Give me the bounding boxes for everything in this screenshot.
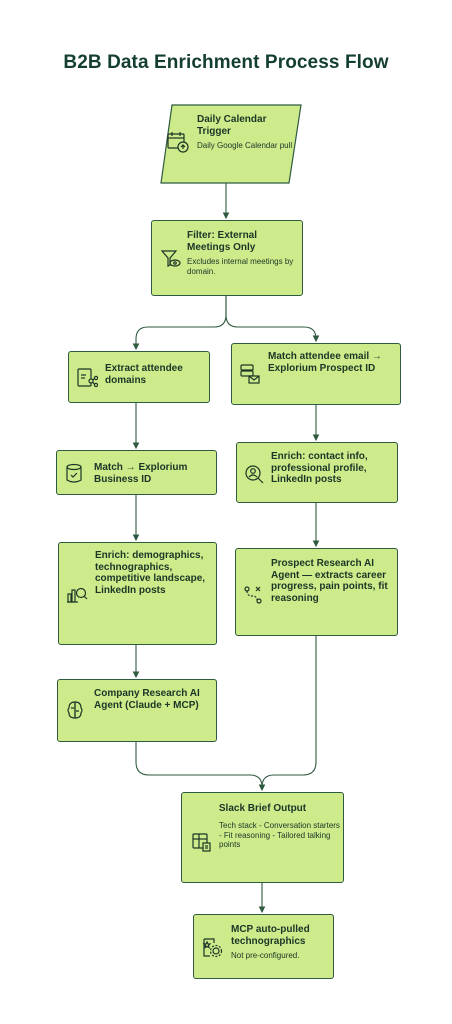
prospect-agent-node: Prospect Research AI Agent — extracts ca… [235, 548, 398, 636]
extract-node: Extract attendee domains [68, 351, 210, 403]
edge-filter-matchemail [225, 296, 320, 343]
chart-search-icon [66, 583, 88, 603]
server-mail-icon [239, 363, 260, 384]
document-share-icon [76, 367, 99, 388]
enrich-contact-node: Enrich: contact info, professional profi… [236, 442, 398, 503]
enrich-company-title: Enrich: demographics, technographics, co… [95, 550, 206, 596]
edge-companyagent-slack [135, 741, 266, 792]
prospect-agent-title: Prospect Research AI Agent — extracts ca… [271, 558, 388, 604]
gear-doc-icon [201, 937, 223, 958]
table-doc-icon [191, 831, 211, 852]
edge-filter-extract [132, 296, 227, 351]
trigger-title: Daily Calendar Trigger [197, 114, 267, 137]
page-title: B2B Data Enrichment Process Flow [63, 52, 389, 73]
trigger-subtitle: Daily Google Calendar pull [197, 141, 293, 150]
edge-prospectagent-slack [261, 636, 317, 788]
mcp-title: MCP auto-pulled technographics [231, 924, 310, 947]
mcp-subtitle: Not pre-configured. [231, 951, 300, 960]
trigger-node-shape [160, 104, 302, 184]
brain-icon [65, 700, 85, 720]
match-email-node: Match attendee email → Explorium Prospec… [231, 343, 401, 405]
slack-subtitle: Tech stack - Conversation starters - Fit… [219, 821, 340, 849]
match-email-title: Match attendee email → Explorium Prospec… [268, 351, 382, 374]
mcp-node: MCP auto-pulled technographics Not pre-c… [193, 914, 334, 979]
person-search-icon [243, 464, 264, 484]
company-agent-node: Company Research AI Agent (Claude + MCP) [57, 679, 217, 742]
filter-node: Filter: External Meetings Only Excludes … [151, 220, 303, 296]
match-business-title: Match → Explorium Business ID [94, 462, 188, 485]
filter-title: Filter: External Meetings Only [187, 230, 258, 253]
company-agent-title: Company Research AI Agent (Claude + MCP) [94, 688, 200, 711]
database-icon [64, 463, 84, 483]
slack-node: Slack Brief Output Tech stack - Conversa… [181, 792, 344, 883]
enrich-company-node: Enrich: demographics, technographics, co… [58, 542, 217, 645]
extract-title: Extract attendee domains [105, 363, 183, 386]
slack-title: Slack Brief Output [218, 803, 307, 814]
trigger-node: Daily Calendar Trigger Daily Google Cale… [197, 114, 293, 151]
filter-subtitle: Excludes internal meetings by domain. [187, 257, 294, 276]
agent-path-icon [242, 584, 262, 604]
filter-eye-icon [160, 248, 181, 268]
enrich-contact-title: Enrich: contact info, professional profi… [271, 451, 368, 485]
match-business-node: Match → Explorium Business ID [56, 450, 217, 495]
calendar-sync-icon [166, 130, 190, 154]
